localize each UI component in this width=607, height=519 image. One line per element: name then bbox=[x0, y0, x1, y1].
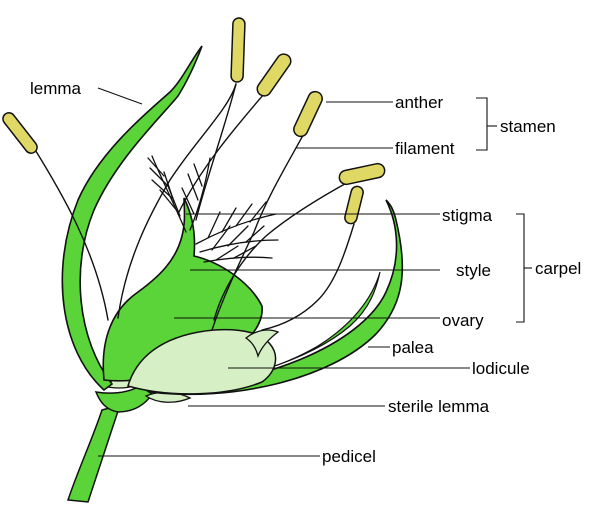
label-stigma: stigma bbox=[442, 206, 493, 225]
label-lodicule: lodicule bbox=[472, 359, 530, 378]
label-anther: anther bbox=[395, 93, 444, 112]
stigma-feathers bbox=[147, 155, 279, 263]
pedicel-shape bbox=[66, 403, 122, 503]
anther-2 bbox=[230, 17, 246, 83]
anther-4 bbox=[293, 90, 323, 138]
label-style: style bbox=[456, 261, 491, 280]
label-palea: palea bbox=[392, 338, 434, 357]
lodicule-shape bbox=[127, 328, 277, 395]
label-lemma: lemma bbox=[30, 79, 82, 98]
anther-6 bbox=[344, 185, 364, 225]
label-pedicel: pedicel bbox=[322, 447, 376, 466]
label-sterile-lemma: sterile lemma bbox=[388, 397, 490, 416]
label-stamen: stamen bbox=[500, 117, 556, 136]
receptacle-shape bbox=[94, 385, 154, 413]
lemma-shape bbox=[61, 45, 203, 392]
label-ovary: ovary bbox=[442, 311, 484, 330]
filaments bbox=[33, 83, 355, 331]
label-carpel: carpel bbox=[535, 259, 581, 278]
anther-5 bbox=[338, 162, 386, 186]
label-filament: filament bbox=[395, 139, 455, 158]
anther-1 bbox=[2, 112, 38, 154]
leader-lines bbox=[97, 87, 532, 457]
anther-3 bbox=[256, 53, 292, 97]
